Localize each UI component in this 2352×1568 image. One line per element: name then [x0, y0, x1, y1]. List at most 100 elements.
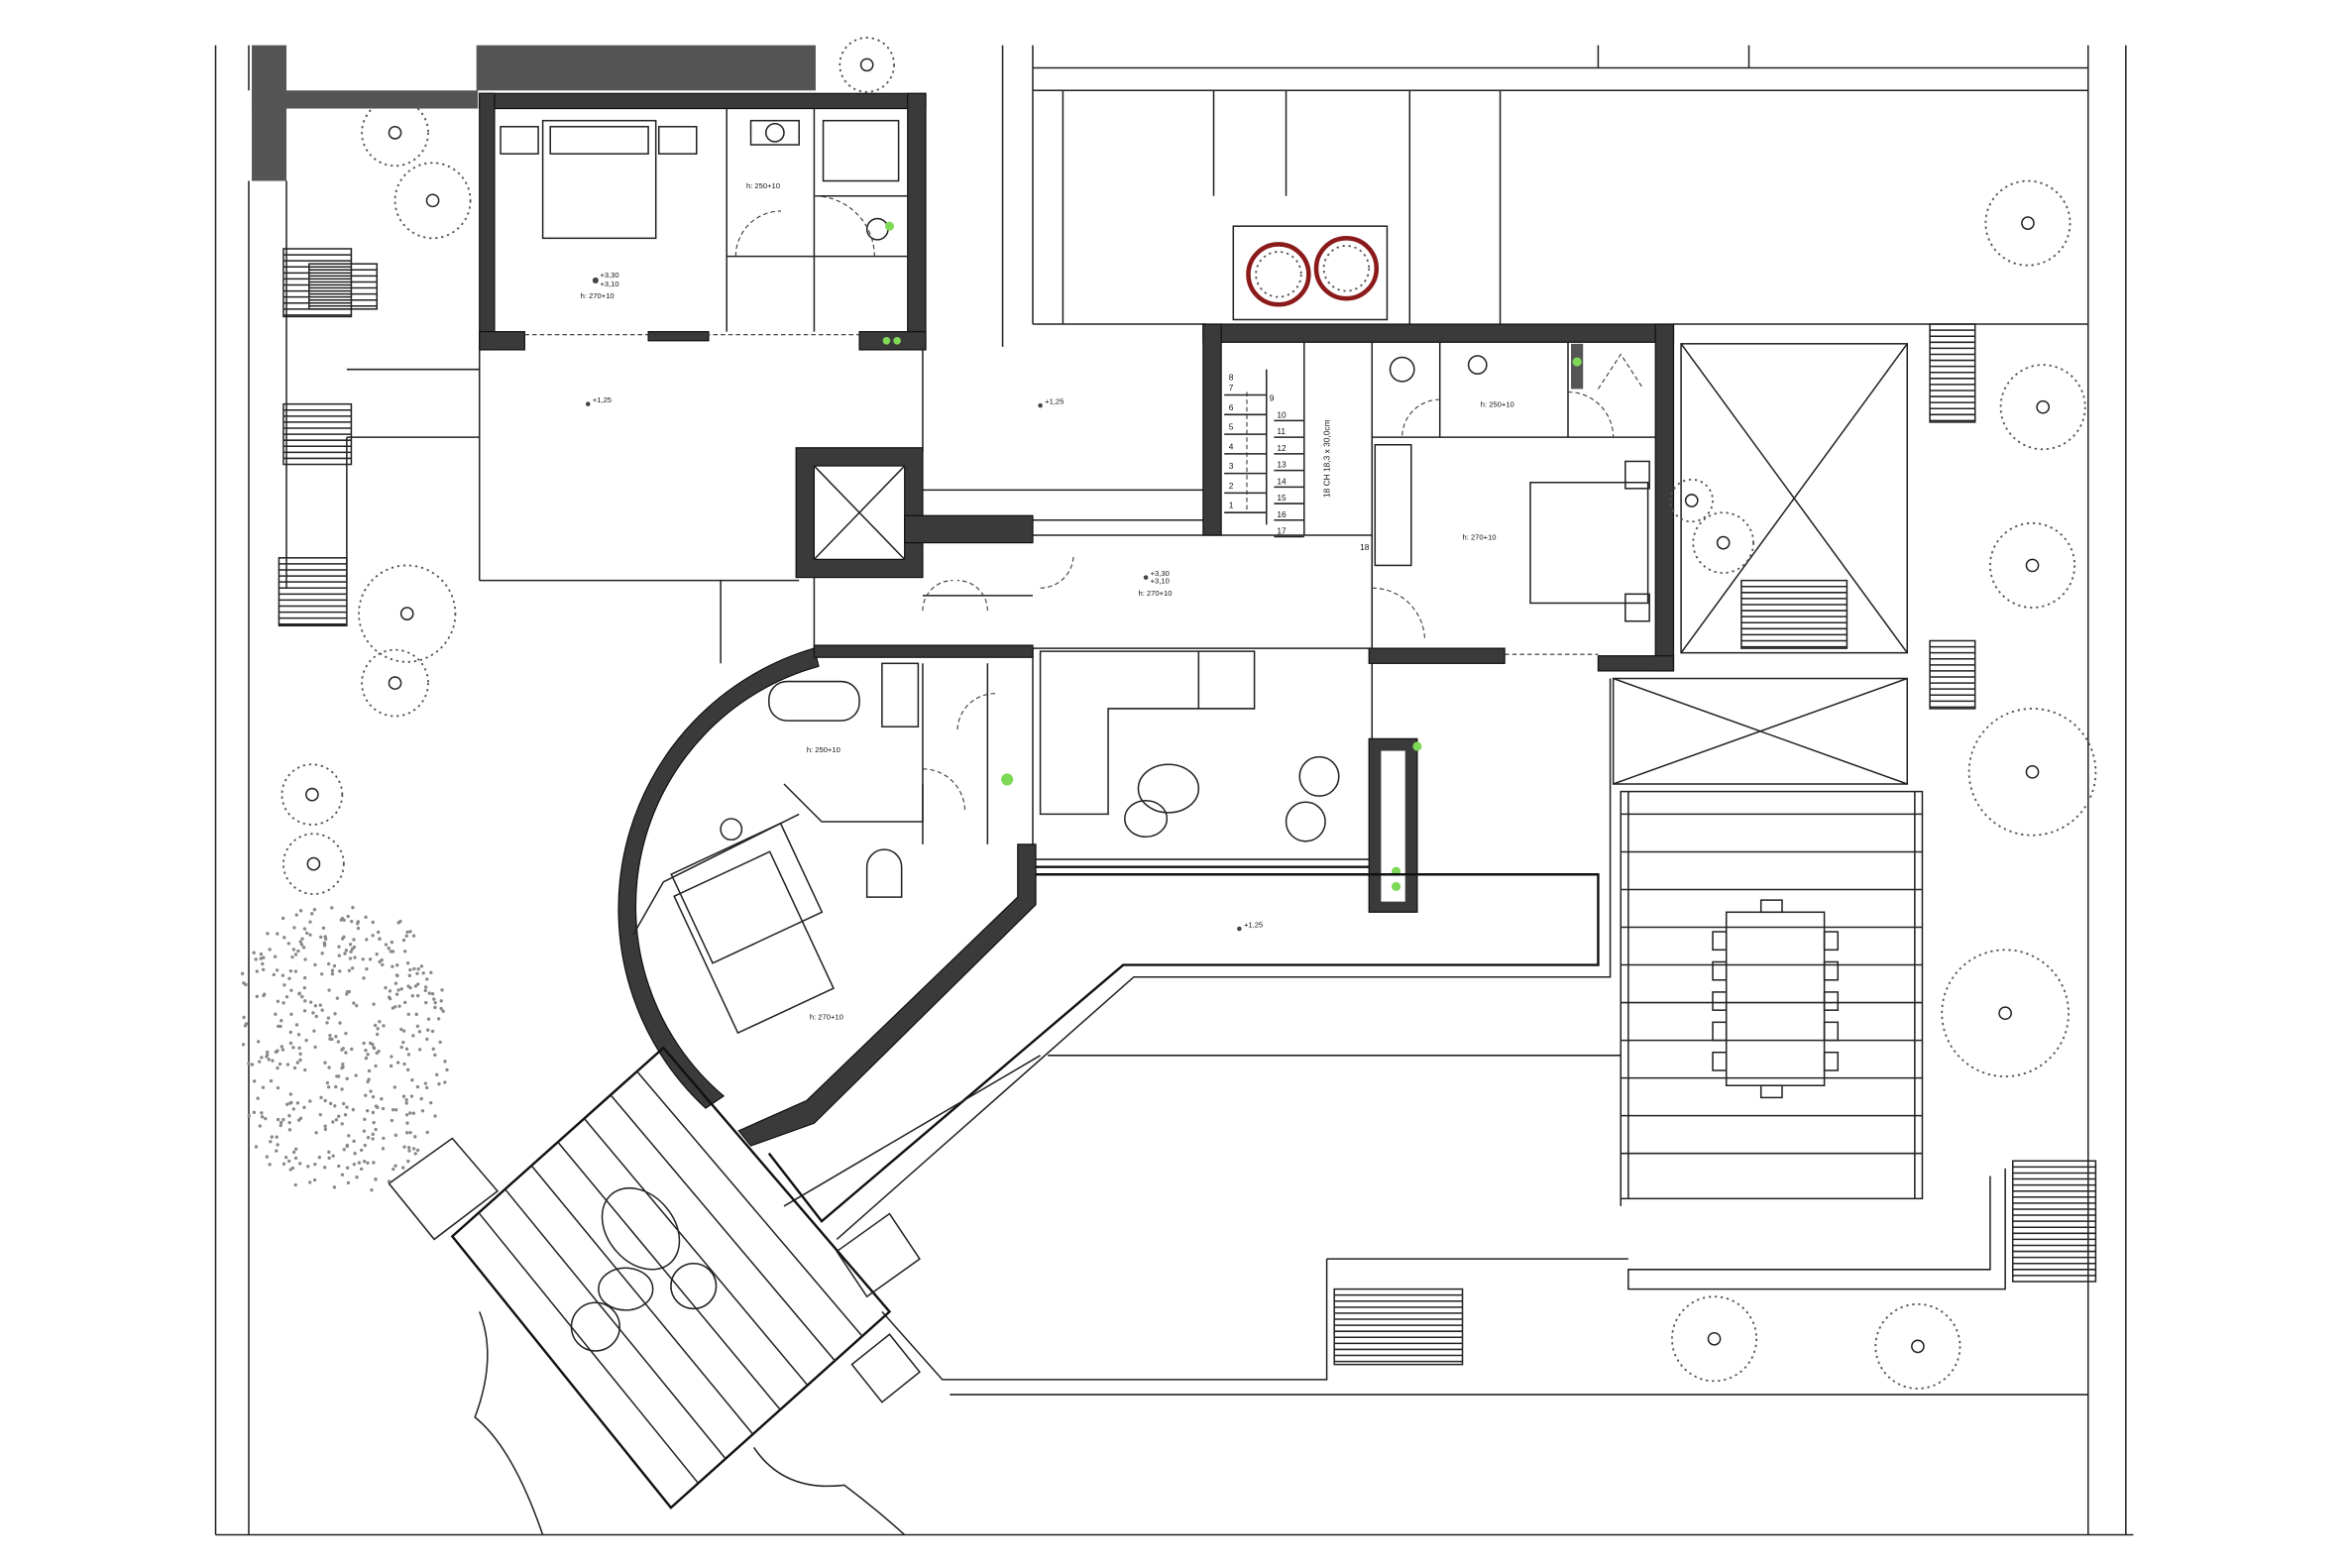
tree-canopy [1875, 1304, 1960, 1389]
shrub-dot [344, 1051, 347, 1054]
shrub-dot [362, 976, 365, 979]
tree-canopy [1990, 523, 2074, 608]
shrub-dot [291, 1167, 294, 1170]
shrub-dot [281, 917, 284, 920]
shrub-dot [303, 976, 306, 979]
tree-canopy [1942, 950, 2069, 1076]
shrub-dot [311, 1011, 314, 1014]
shrub-dot [295, 913, 298, 916]
shrub-dot [275, 1051, 278, 1054]
shrub-dot [395, 963, 398, 966]
shrub-dot [402, 1063, 405, 1065]
chair [1713, 932, 1727, 950]
shrub-dot [262, 956, 265, 959]
shrub-dot [390, 950, 392, 952]
shrub-dot [300, 943, 303, 946]
shrub-dot [411, 1034, 414, 1037]
shrub-dot [318, 1156, 321, 1159]
stair-step-number: 6 [1229, 402, 1234, 412]
shrub-dot [410, 1094, 413, 1097]
shrub-dot [365, 938, 368, 941]
shrub-dot [338, 1021, 341, 1024]
shrub-dot [321, 952, 324, 954]
shrub-dot [314, 1131, 317, 1134]
shrub-dot [437, 1082, 440, 1085]
shrub-dot [390, 1055, 392, 1058]
shrub-dot [401, 1041, 404, 1044]
shrub-dot [372, 1161, 375, 1164]
planters [1214, 90, 1388, 319]
shrub-dot [285, 995, 288, 998]
shrub-dot [287, 1114, 290, 1117]
shrub-dot [378, 1020, 381, 1023]
shrub-dot [400, 987, 403, 990]
shrub-dot [332, 1155, 335, 1158]
shrub-dot [262, 1086, 265, 1089]
shrub-dot [290, 955, 293, 958]
deck-slat [558, 1142, 780, 1409]
shrub-dot [391, 964, 393, 967]
level-terrace-south: +1,25 [1244, 921, 1263, 930]
shrub-dot [276, 932, 279, 935]
shrub-dot [412, 935, 415, 938]
deck-slat [611, 1095, 835, 1361]
shrub-dot [320, 972, 323, 975]
shrub-dot [331, 972, 334, 975]
shrub-dot [323, 1125, 326, 1128]
room-height-bathroom-ne: h: 250+10 [1481, 400, 1514, 409]
shrub-dot [260, 952, 263, 955]
shrub-dot [353, 1152, 356, 1155]
shrub-dot [369, 957, 372, 960]
shrub-dot [338, 954, 341, 957]
shrub-dot [352, 1108, 355, 1111]
level-terrace-court: +1,25 [1045, 397, 1064, 406]
shrub-dot [366, 1053, 369, 1056]
shrub-dot [244, 1024, 247, 1027]
room-height-bathroom-curve: h: 250+10 [807, 745, 840, 754]
stair-step-number: 4 [1229, 441, 1234, 451]
shrub-dot [360, 1168, 363, 1171]
shrub-dot [372, 1003, 375, 1006]
shrub-dot [299, 1117, 302, 1120]
shrub-dot [341, 1174, 344, 1176]
shrub-dot [266, 1054, 269, 1057]
shrub-dot [405, 1101, 408, 1104]
shrub-dot [382, 1147, 385, 1150]
shrub-dot [266, 1051, 269, 1054]
shrub-dot [405, 931, 408, 934]
shrub-dot [292, 948, 295, 951]
shrub-dot [292, 1151, 295, 1154]
shrub-dot [327, 1016, 330, 1019]
tree-trunk [1708, 1333, 1720, 1345]
tree-canopy [1969, 709, 2096, 836]
shrub-dot [390, 1064, 392, 1067]
shrub-dot [404, 1098, 407, 1101]
shrub-dot [371, 1137, 374, 1140]
shrub-dot [242, 1043, 245, 1046]
shrub-dot [365, 967, 368, 970]
shrub-dot [378, 938, 381, 941]
shrub-dot [303, 1009, 306, 1012]
shrub-dot [282, 936, 285, 939]
shrub-dot [350, 1048, 353, 1051]
shrub-dot [289, 1092, 292, 1095]
stair-step-number: 7 [1229, 383, 1234, 392]
tree-trunk [2037, 401, 2049, 413]
stair-step-number: 1 [1229, 501, 1234, 510]
chair [1825, 992, 1839, 1010]
shrub-dot [304, 1039, 307, 1042]
shrub-dot [291, 1046, 294, 1049]
shrub-dot [371, 934, 374, 937]
chair [1825, 1022, 1839, 1040]
shrub-dot [346, 1167, 349, 1170]
shrub-dot [242, 1016, 245, 1019]
shrub-dot [333, 1185, 336, 1188]
shrub-dot [363, 1129, 366, 1132]
shrub-dot [416, 1149, 419, 1152]
shrub-dot [395, 973, 398, 976]
shrub-dot [351, 966, 354, 969]
shrub-dot [299, 909, 302, 912]
shrub-dot [362, 1042, 365, 1045]
stair: 123456791011121314151617818 [1224, 370, 1370, 553]
tree-trunk [1999, 1007, 2011, 1019]
